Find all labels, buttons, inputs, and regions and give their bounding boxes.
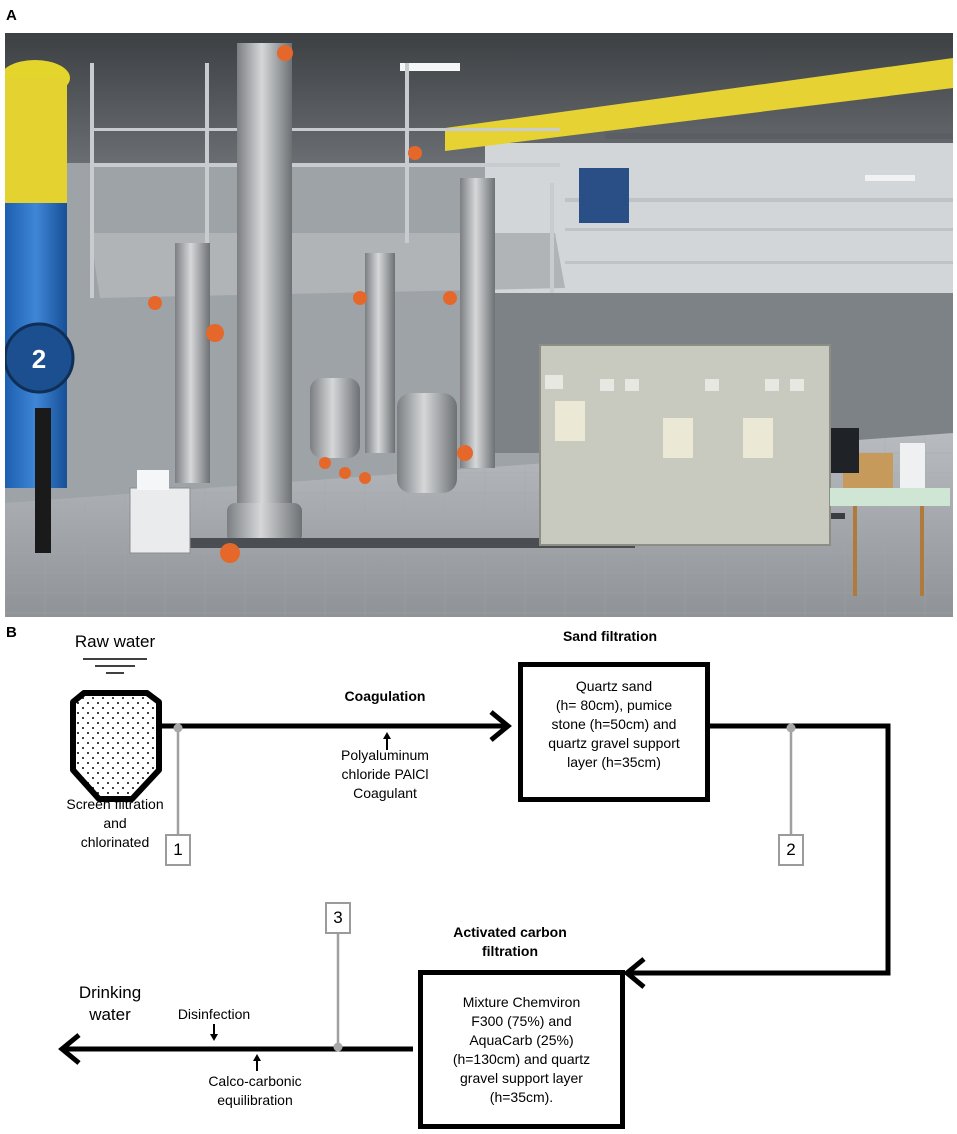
sample-point-2: 2 [778, 834, 804, 866]
calco-carbonic-label: Calco-carbonic equilibration [208, 1073, 302, 1108]
panel-b-label: B [6, 624, 17, 641]
raw-water-label: Raw water [74, 632, 156, 651]
sample-dot-2 [786, 723, 796, 733]
flow-line-sand-to-carbon [630, 723, 891, 976]
sample-dot-1 [173, 723, 183, 733]
sample-point-1: 1 [165, 834, 191, 866]
sample-point-3: 3 [325, 902, 351, 934]
diagram-lines [58, 658, 891, 1071]
screen-filter-vessel [70, 690, 162, 802]
arrowhead-carbon [623, 957, 646, 989]
coagulation-title: Coagulation [344, 688, 426, 704]
coagulant-label: Polyaluminum chloride PAlCl Coagulant [341, 747, 429, 801]
carbon-filtration-title: Activated carbon filtration [453, 924, 567, 959]
panel-a-label: A [6, 7, 17, 24]
arrowhead-sand [489, 710, 512, 742]
sand-filter-box: Quartz sand (h= 80cm), pumice stone (h=5… [518, 662, 710, 802]
pilot-plant-photo: 2 [5, 33, 953, 617]
drinking-water-label: Drinking water [78, 983, 142, 1024]
sample-dot-3 [333, 1042, 343, 1052]
disinfection-label: Disinfection [177, 1006, 251, 1022]
screen-filtration-label: Screen filtration and chlorinated [66, 796, 164, 850]
arrowhead-drinking-water [58, 1033, 81, 1065]
carbon-filter-box: Mixture Chemviron F300 (75%) and AquaCar… [418, 970, 625, 1129]
tank-number: 2 [32, 344, 46, 374]
sand-filtration-title: Sand filtration [562, 628, 658, 644]
treatment-process-diagram: Raw water Screen filtration and chlorina… [0, 625, 957, 1134]
